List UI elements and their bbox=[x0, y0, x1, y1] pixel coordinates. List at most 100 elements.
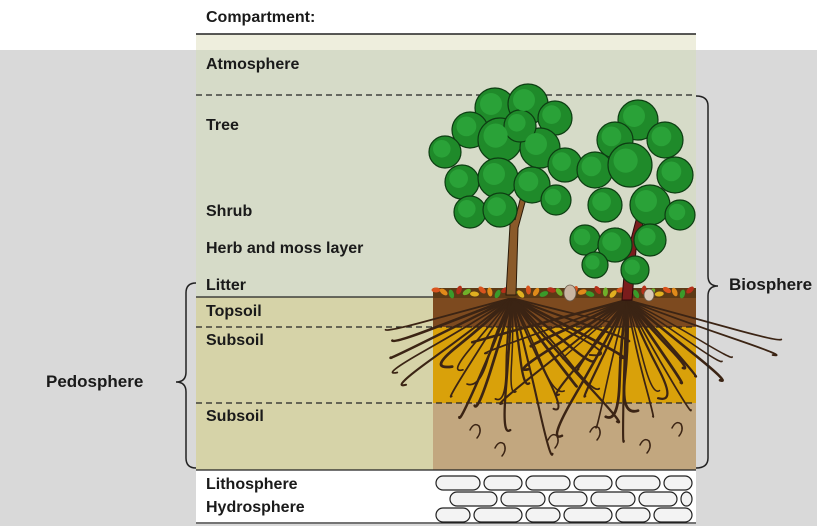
bedrock-stone bbox=[653, 507, 693, 523]
topsoil-label: Topsoil bbox=[206, 303, 262, 320]
root-strand bbox=[510, 296, 578, 388]
foliage-highlight bbox=[581, 156, 602, 177]
foliage-highlight bbox=[623, 105, 645, 127]
root-strand bbox=[595, 299, 628, 429]
root-strand bbox=[458, 296, 514, 420]
litter-leaf bbox=[456, 285, 462, 295]
header-underline-band bbox=[196, 34, 696, 50]
root-strand bbox=[510, 296, 625, 360]
root-strand bbox=[626, 299, 655, 418]
bedrock-stone bbox=[435, 475, 481, 491]
bedrock-stone bbox=[548, 491, 588, 507]
root-strand bbox=[503, 296, 514, 433]
root-strand bbox=[626, 299, 733, 359]
litter-leaf bbox=[539, 291, 549, 297]
biosphere-brace bbox=[695, 95, 719, 469]
root-strand bbox=[625, 298, 724, 383]
root-strand bbox=[400, 296, 514, 387]
root-strand bbox=[625, 298, 684, 385]
foliage-highlight bbox=[613, 148, 638, 173]
bedrock-stone bbox=[590, 491, 636, 507]
litter-leaf bbox=[594, 285, 601, 295]
litter-leaf bbox=[478, 286, 486, 294]
foliage-highlight bbox=[483, 123, 508, 148]
bedrock-stone bbox=[615, 475, 661, 491]
root-fragment bbox=[589, 425, 601, 441]
bedrock-stone bbox=[483, 475, 523, 491]
root-fragment bbox=[547, 433, 559, 449]
litter-leaf bbox=[462, 288, 471, 296]
herb-moss-label: Herb and moss layer bbox=[206, 240, 364, 257]
pedosphere-label: Pedosphere bbox=[46, 372, 144, 391]
foliage-highlight bbox=[602, 232, 621, 251]
root-strand bbox=[529, 298, 629, 348]
root-fragment bbox=[671, 421, 683, 437]
foliage-highlight bbox=[592, 192, 611, 211]
header-band bbox=[196, 0, 696, 34]
litter-leaf bbox=[662, 286, 672, 294]
root-strand bbox=[555, 298, 629, 438]
litter-stone-right bbox=[643, 288, 655, 302]
compartment-heading: Compartment: bbox=[206, 9, 316, 26]
root-fragment bbox=[494, 441, 506, 457]
bedrock-stone bbox=[615, 507, 651, 523]
bedrock-stone bbox=[525, 507, 561, 523]
foliage-highlight bbox=[638, 228, 656, 246]
root-strand bbox=[626, 299, 661, 392]
bedrock-stone bbox=[525, 475, 571, 491]
bedrock-stone bbox=[435, 507, 471, 523]
root-strand bbox=[470, 298, 629, 344]
subsoil-lower-label: Subsoil bbox=[206, 408, 264, 425]
foliage-highlight bbox=[651, 126, 672, 147]
bedrock-stone bbox=[473, 507, 523, 523]
bedrock-rocks bbox=[435, 475, 693, 523]
foliage-highlight bbox=[552, 152, 571, 171]
foliage-highlight bbox=[624, 259, 640, 275]
bedrock-stone bbox=[680, 491, 693, 507]
root-strand bbox=[494, 297, 513, 401]
root-strand bbox=[511, 297, 612, 324]
tree-label: Tree bbox=[206, 117, 239, 134]
root-strand bbox=[384, 297, 513, 331]
litter-leaf bbox=[494, 289, 501, 299]
root-strand bbox=[510, 296, 595, 363]
root-strand bbox=[391, 297, 513, 374]
root-strand bbox=[484, 299, 628, 355]
root-strand bbox=[499, 298, 629, 405]
foliage-highlight bbox=[585, 255, 600, 270]
foliage-highlight bbox=[668, 203, 686, 221]
foliage-highlight bbox=[525, 133, 547, 155]
foliage-highlight bbox=[601, 126, 622, 147]
litter-leaf bbox=[609, 290, 617, 298]
litter-leaf bbox=[431, 287, 441, 293]
root-strand bbox=[604, 298, 629, 419]
left-tree bbox=[428, 83, 583, 296]
root-strand bbox=[626, 299, 723, 363]
foliage-highlight bbox=[661, 161, 682, 182]
shrub-label: Shrub bbox=[206, 203, 253, 220]
bedrock-stone bbox=[563, 507, 613, 523]
foliage-highlight bbox=[508, 114, 526, 132]
foliage-highlight bbox=[513, 89, 535, 111]
litter-leaf bbox=[487, 287, 493, 297]
lithosphere-label: Lithosphere bbox=[206, 476, 298, 493]
litter-leaf bbox=[517, 290, 525, 298]
litter-leaf bbox=[577, 289, 587, 295]
root-strand bbox=[449, 297, 513, 398]
biosphere-label: Biosphere bbox=[729, 275, 813, 294]
root-strand bbox=[561, 299, 628, 360]
foliage-highlight bbox=[480, 93, 502, 115]
left-tree-crown bbox=[428, 83, 583, 229]
root-strand bbox=[626, 299, 778, 357]
bedrock-stone bbox=[449, 491, 498, 507]
bedrock-stone bbox=[663, 475, 693, 491]
bedrock-stone bbox=[573, 475, 613, 491]
root-strand bbox=[626, 299, 783, 341]
litter-leaf bbox=[532, 287, 540, 297]
bedrock-stone bbox=[638, 491, 678, 507]
root-strand bbox=[625, 298, 687, 370]
foliage-highlight bbox=[456, 116, 477, 137]
foliage-highlight bbox=[635, 190, 657, 212]
